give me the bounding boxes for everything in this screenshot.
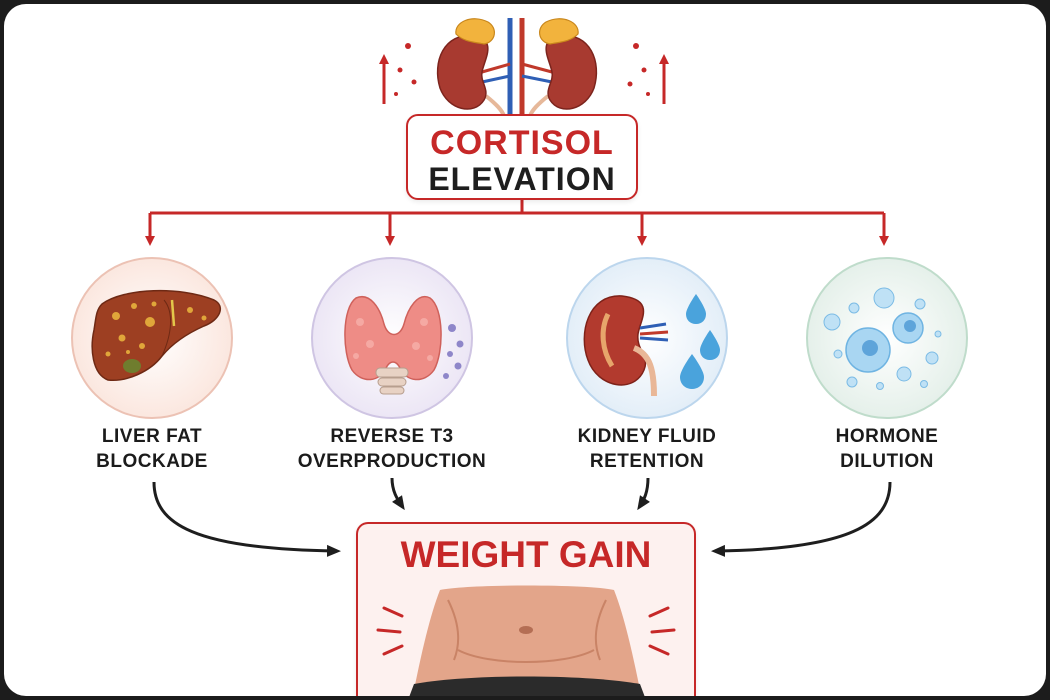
thyroid-icon <box>344 295 464 395</box>
weight-gain-box: WEIGHT GAIN <box>356 522 696 696</box>
diagram-canvas <box>71 18 968 557</box>
cause-label-thyroid: REVERSE T3 OVERPRODUCTION <box>272 424 512 474</box>
cause-label-hormone: HORMONE DILUTION <box>767 424 1007 474</box>
adrenal-kidneys-icon <box>379 18 669 117</box>
arrow-kidney-to-weight <box>637 477 650 511</box>
cause-liver-line1: LIVER FAT <box>101 426 203 447</box>
cortisol-connectors <box>145 196 889 246</box>
cells-circle <box>806 257 968 419</box>
cortisol-elevation-box: CORTISOL ELEVATION <box>406 114 638 200</box>
outcome-connectors <box>152 477 892 557</box>
cause-hormone-line2: DILUTION <box>840 451 934 472</box>
belly-icon <box>376 585 676 696</box>
adrenal-burst-left <box>379 43 417 104</box>
cause-label-kidney: KIDNEY FLUID RETENTION <box>527 424 767 474</box>
cause-kidney-line2: RETENTION <box>589 451 705 472</box>
cause-kidney-line1: KIDNEY FLUID <box>577 426 717 447</box>
weight-gain-title: WEIGHT GAIN <box>400 534 652 575</box>
kidney-circle <box>566 257 728 419</box>
cause-label-liver: LIVER FAT BLOCKADE <box>32 424 272 474</box>
liver-icon <box>91 289 222 381</box>
liver-circle <box>71 257 233 419</box>
arrow-liver-to-weight <box>152 481 341 557</box>
cells-icon <box>823 287 942 390</box>
elevation-title: ELEVATION <box>428 161 616 197</box>
cortisol-title: CORTISOL <box>430 124 614 162</box>
diagram-page: CORTISOL ELEVATION LIVER FAT BLOCKADE RE… <box>4 4 1046 696</box>
thyroid-circle <box>311 257 473 419</box>
cause-thyroid-line2: OVERPRODUCTION <box>297 451 487 472</box>
cause-liver-line2: BLOCKADE <box>96 451 208 472</box>
arrow-cells-to-weight <box>711 481 892 557</box>
kidney-icon <box>583 294 720 397</box>
adrenal-burst-right <box>627 43 669 104</box>
arrow-thyroid-to-weight <box>390 477 405 511</box>
cause-thyroid-line1: REVERSE T3 <box>330 426 454 447</box>
cause-hormone-line1: HORMONE <box>835 426 939 447</box>
